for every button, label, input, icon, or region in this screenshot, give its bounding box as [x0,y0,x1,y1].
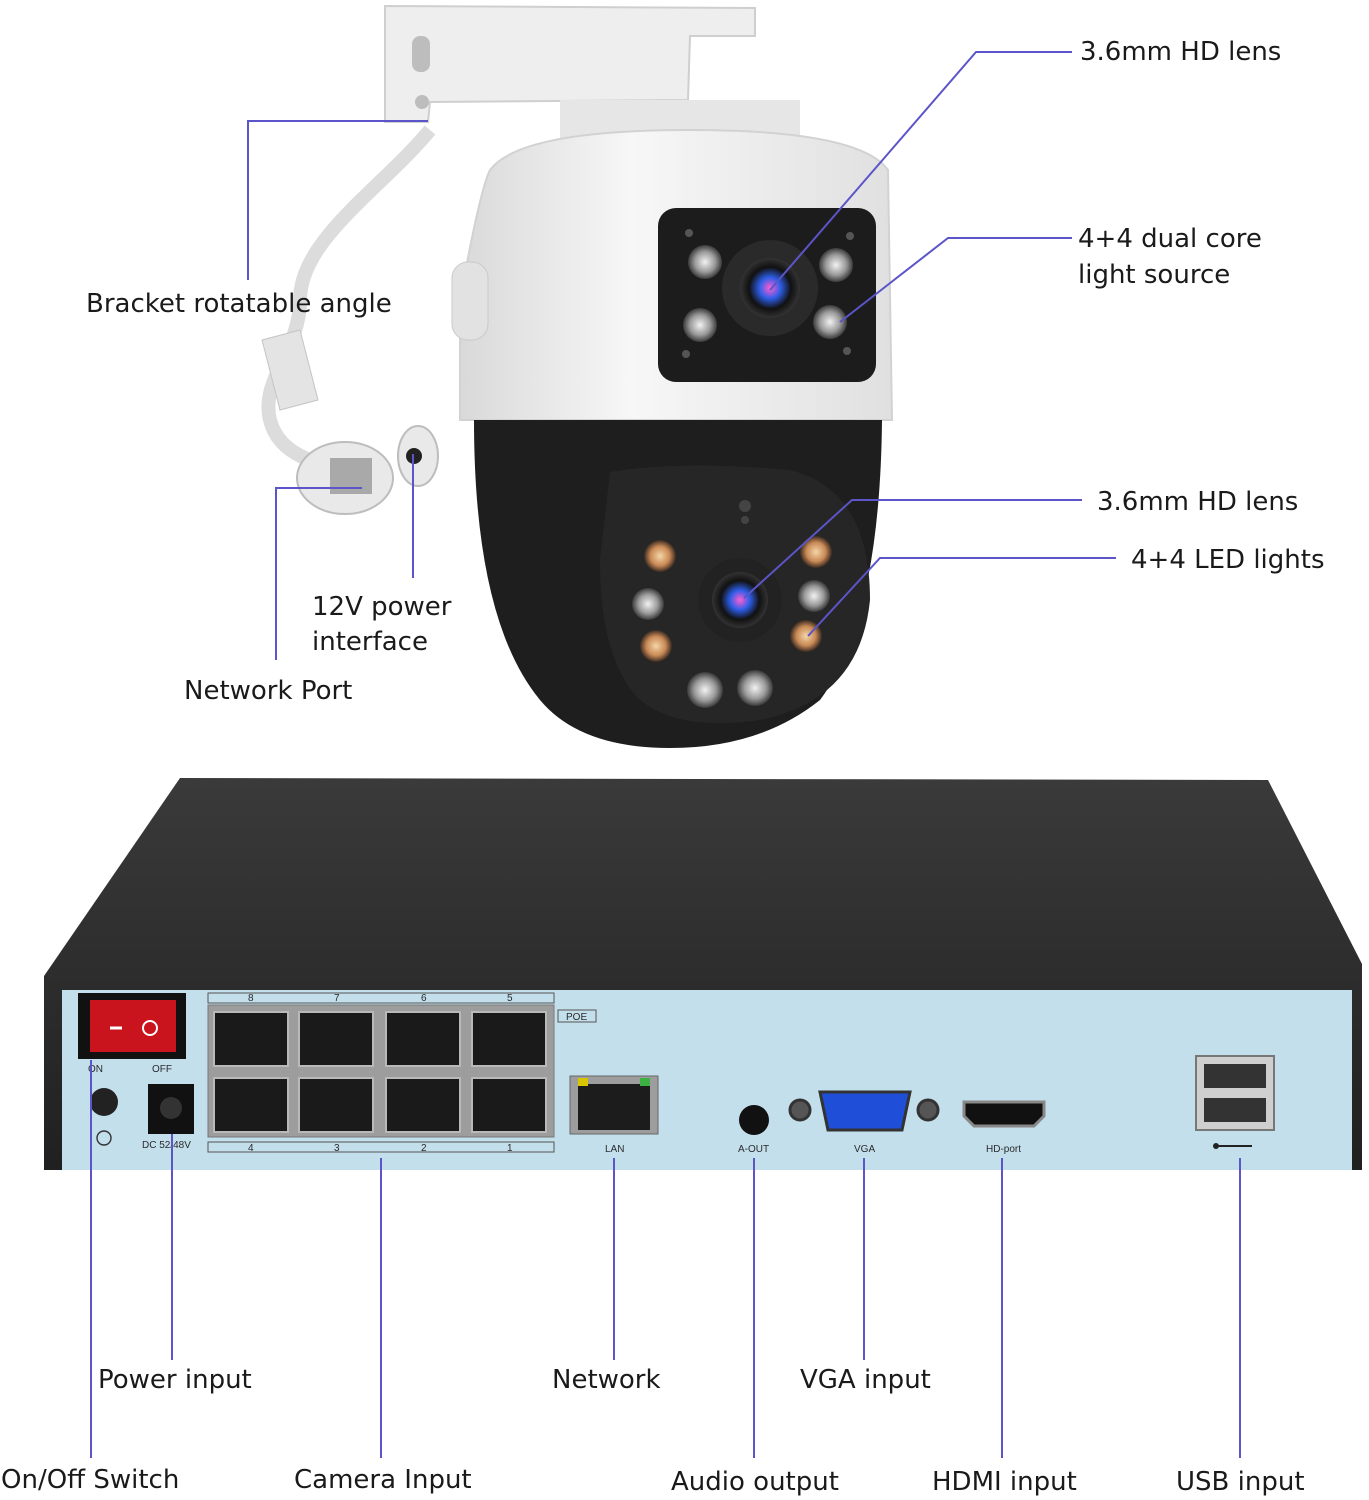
leader-bracket [247,120,428,280]
nvr-illustration: ON OFF DC 52/48V POE LAN A-OUT VGA HD-po… [44,778,1362,1170]
label-usb-input: USB input [1176,1467,1305,1497]
label-network-port: Network Port [184,676,353,706]
port-num-4: 4 [248,1143,254,1154]
label-led-lights: 4+4 LED lights [1131,545,1325,575]
label-bracket: Bracket rotatable angle [86,289,392,319]
leader-led-lights [807,557,1116,637]
vga-text: VGA [854,1144,875,1155]
leader-hd-lens-bottom [743,499,1082,599]
label-audio-output: Audio output [671,1467,839,1497]
label-hd-lens-top: 3.6mm HD lens [1080,37,1282,67]
dc-text: DC 52/48V [142,1140,191,1151]
port-num-5: 5 [507,993,513,1004]
port-num-3: 3 [334,1143,340,1154]
label-hdmi-input: HDMI input [932,1467,1077,1497]
label-dual-core-line2: light source [1078,260,1231,290]
leader-hd-lens-top [769,51,1072,291]
switch-off-text: OFF [152,1064,172,1075]
lan-text: LAN [605,1144,624,1155]
label-on-off-switch: On/Off Switch [1,1465,180,1495]
label-dual-core-line1: 4+4 dual core [1078,224,1262,254]
port-num-8: 8 [248,993,254,1004]
label-camera-input: Camera Input [294,1465,472,1495]
leader-lines [90,51,1241,1458]
camera-illustration [261,4,894,748]
label-power-iface-line1: 12V power [312,592,452,622]
label-vga-input: VGA input [800,1365,931,1395]
label-hd-lens-bottom: 3.6mm HD lens [1097,487,1299,517]
switch-on-text: ON [88,1064,103,1075]
port-num-1: 1 [507,1143,513,1154]
label-network: Network [552,1365,661,1395]
port-num-6: 6 [421,993,427,1004]
leader-network-port [275,487,362,660]
aout-text: A-OUT [738,1144,769,1155]
leader-dual-core [839,237,1072,323]
poe-text: POE [566,1012,587,1023]
port-num-7: 7 [334,993,340,1004]
label-power-iface-line2: interface [312,627,428,657]
hdport-text: HD-port [986,1144,1021,1155]
label-power-input: Power input [98,1365,252,1395]
port-num-2: 2 [421,1143,427,1154]
